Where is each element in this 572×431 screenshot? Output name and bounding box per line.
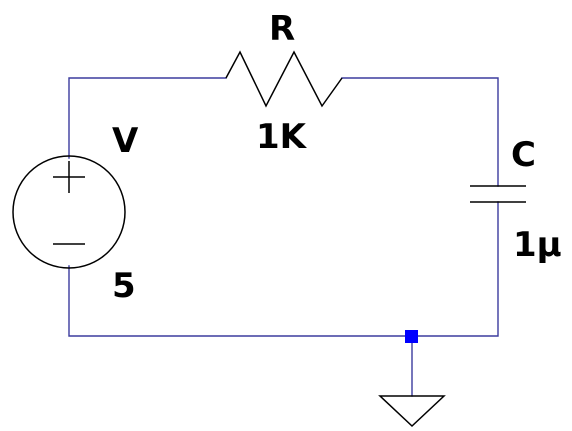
resistor-zigzag [225, 50, 343, 108]
wires [68, 77, 499, 397]
resistor-symbol[interactable] [225, 50, 343, 108]
ground-junction-node[interactable] [405, 330, 418, 343]
wire-source-to-resistor [68, 77, 227, 159]
capacitor-symbol[interactable] [470, 185, 526, 203]
source-name-label: V [112, 121, 139, 161]
ground-icon [378, 395, 446, 428]
wire-ground-node-to-source [68, 265, 413, 337]
plus-sign-icon [53, 161, 85, 193]
wire-capacitor-to-ground-node [411, 201, 499, 337]
source-value-label: 5 [112, 266, 136, 306]
ground-symbol[interactable] [378, 395, 446, 428]
resistor-value-label: 1K [256, 117, 308, 157]
voltage-source-symbol[interactable] [12, 155, 126, 269]
wire-resistor-to-capacitor [341, 77, 499, 187]
capacitor-value-label: 1µ [513, 225, 562, 265]
voltage-source-circle [12, 155, 126, 269]
capacitor-name-label: C [511, 135, 536, 175]
resistor-name-label: R [269, 9, 295, 49]
